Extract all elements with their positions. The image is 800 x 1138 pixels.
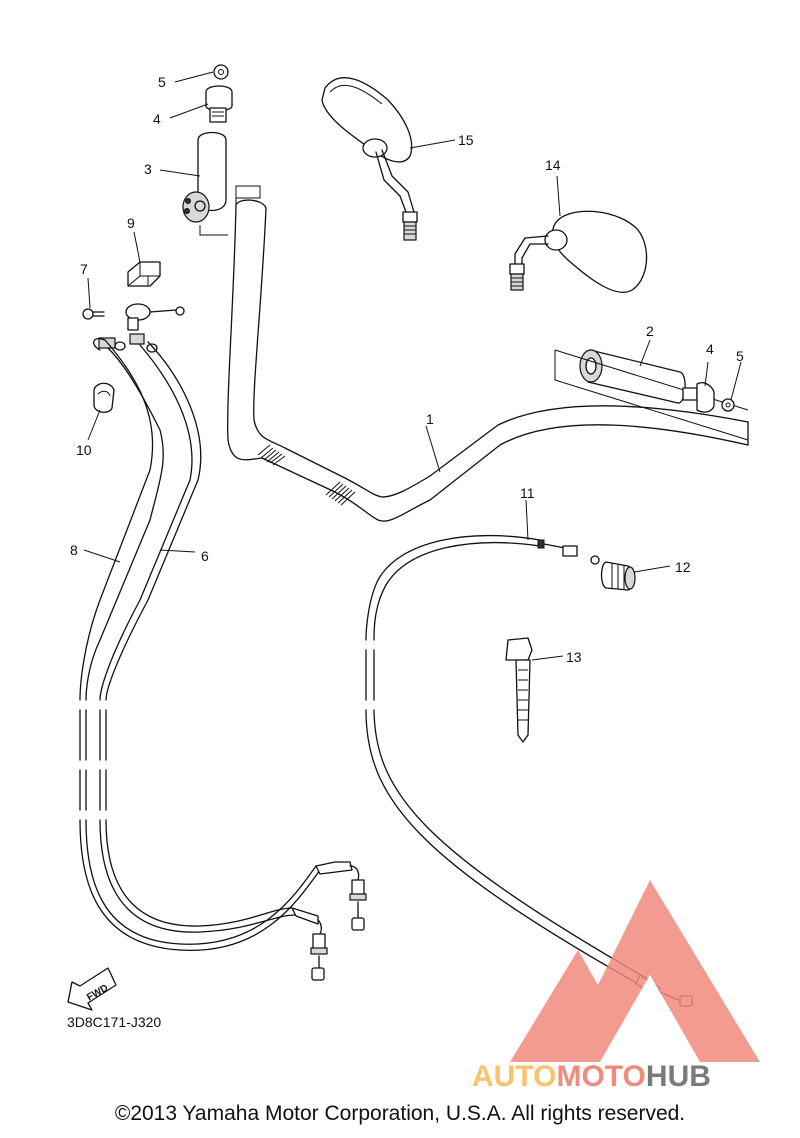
- callout-13: 13: [566, 649, 582, 665]
- junction-fitting: [98, 303, 185, 353]
- knurl-right: [325, 481, 356, 506]
- cable-ends-lower: [291, 861, 367, 981]
- screw-7: [82, 308, 105, 320]
- callouts: 1 2 3 4 4 5 5 6 7 8 9 10 11 12 13 14 15: [70, 74, 744, 665]
- watermark-hub: HUB: [646, 1060, 711, 1093]
- callout-4-right: 4: [706, 341, 714, 357]
- callout-9: 9: [127, 215, 135, 231]
- callout-8: 8: [70, 542, 78, 558]
- right-bar-end: [682, 382, 715, 413]
- watermark-brand: AUTOMOTOHUB: [472, 1060, 711, 1093]
- callout-3: 3: [144, 161, 152, 177]
- left-washer: [213, 64, 229, 80]
- callout-1: 1: [426, 411, 434, 427]
- watermark-logo: AUTOMOTOHUB: [472, 880, 760, 1093]
- part-12: [600, 561, 636, 591]
- cable-holder-9: [127, 261, 161, 287]
- callout-2: 2: [646, 323, 654, 339]
- cable-holder-10: [93, 382, 115, 413]
- watermark-auto: AUTO: [472, 1060, 556, 1093]
- diagram-code: 3D8C171-J320: [67, 1014, 162, 1030]
- callout-14: 14: [545, 157, 561, 173]
- callout-4-left: 4: [153, 111, 161, 127]
- right-washer: [721, 398, 735, 412]
- cable-tie-13: [505, 637, 533, 743]
- callout-11: 11: [520, 485, 535, 501]
- right-grip: [554, 349, 749, 441]
- callout-7: 7: [80, 261, 88, 277]
- callout-6: 6: [201, 548, 209, 564]
- mirror-left: [321, 77, 418, 241]
- callout-5-left: 5: [158, 74, 166, 90]
- callout-10: 10: [76, 442, 92, 458]
- throttle-cable-8: [79, 338, 321, 951]
- callout-15: 15: [458, 132, 474, 148]
- fwd-arrow: FWD: [67, 967, 117, 1011]
- watermark-triangle: [510, 880, 760, 1062]
- mirror-right: [509, 210, 648, 293]
- watermark-moto: MOTO: [556, 1060, 645, 1093]
- callout-5-right: 5: [736, 348, 744, 364]
- left-grip: [182, 131, 227, 223]
- leader-lines: [83, 71, 742, 661]
- callout-12: 12: [675, 559, 691, 575]
- throttle-cable-6: [99, 341, 296, 933]
- handlebar: [199, 185, 749, 522]
- copyright-notice: ©2013 Yamaha Motor Corporation, U.S.A. A…: [114, 1102, 686, 1125]
- knurl-left: [257, 444, 286, 466]
- left-bar-end: [205, 85, 233, 123]
